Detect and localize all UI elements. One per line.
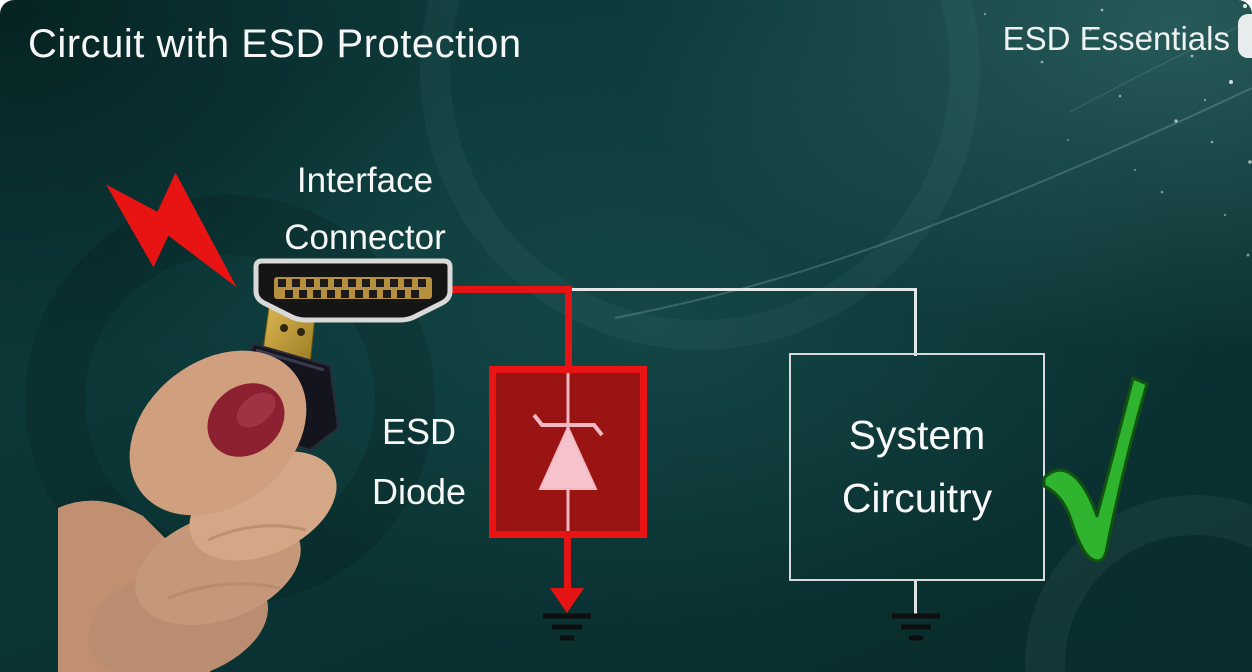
system-circuitry-label-line2: Circuitry bbox=[841, 475, 993, 521]
thumbnail-highlight bbox=[236, 392, 276, 428]
hdmi-connector-icon bbox=[253, 258, 453, 323]
ground-arrow-stem bbox=[564, 536, 571, 590]
stars bbox=[983, 4, 1252, 257]
system-ground-wire bbox=[914, 580, 917, 614]
light-curve bbox=[1069, 19, 1252, 113]
esd-diode-label: ESD Diode bbox=[355, 402, 483, 522]
diode-triangle bbox=[538, 424, 598, 490]
ground-lines bbox=[892, 613, 940, 641]
faint-ring bbox=[1025, 495, 1252, 672]
interface-connector-label-line2: Connector bbox=[284, 218, 446, 257]
esd-diode-label-line1: ESD bbox=[381, 411, 457, 452]
interface-connector-label: Interface Connector bbox=[252, 152, 478, 266]
lightning-shape bbox=[106, 172, 237, 288]
checkmark-shape bbox=[1042, 376, 1149, 563]
plug-hole bbox=[297, 328, 305, 336]
tvs-diode-symbol-icon bbox=[532, 373, 604, 531]
light-curve bbox=[614, 87, 1252, 319]
system-circuitry-label-line1: System bbox=[848, 412, 986, 458]
finger-crease bbox=[207, 524, 307, 542]
brand-label: ESD Essentials bbox=[1002, 20, 1230, 57]
checkmark-icon bbox=[1042, 376, 1149, 563]
system-circuitry-box: System Circuitry bbox=[789, 353, 1045, 581]
esd-diode-box bbox=[489, 366, 647, 538]
signal-wire-red-horizontal bbox=[448, 286, 572, 293]
faint-ring bbox=[420, 0, 980, 350]
lightning-icon bbox=[106, 172, 237, 288]
signal-wire-red-vertical bbox=[565, 286, 572, 370]
finger-crease bbox=[167, 582, 281, 600]
signal-wire-white-vertical bbox=[914, 288, 917, 356]
signal-wire-white-horizontal bbox=[572, 288, 917, 291]
page-title: Circuit with ESD Protection bbox=[28, 22, 522, 66]
hand-photo bbox=[58, 299, 340, 672]
interface-connector-label-line1: Interface bbox=[296, 161, 434, 200]
housing-highlight bbox=[255, 348, 325, 372]
ground-icon bbox=[892, 613, 940, 641]
ground-lines bbox=[543, 613, 591, 641]
brand-logo bbox=[1238, 14, 1252, 58]
ground-icon bbox=[543, 613, 591, 641]
connector-pins bbox=[278, 279, 426, 298]
esd-diode-label-line2: Diode bbox=[371, 471, 467, 512]
plug-hole bbox=[280, 324, 288, 332]
ground-arrow-head bbox=[550, 588, 584, 613]
